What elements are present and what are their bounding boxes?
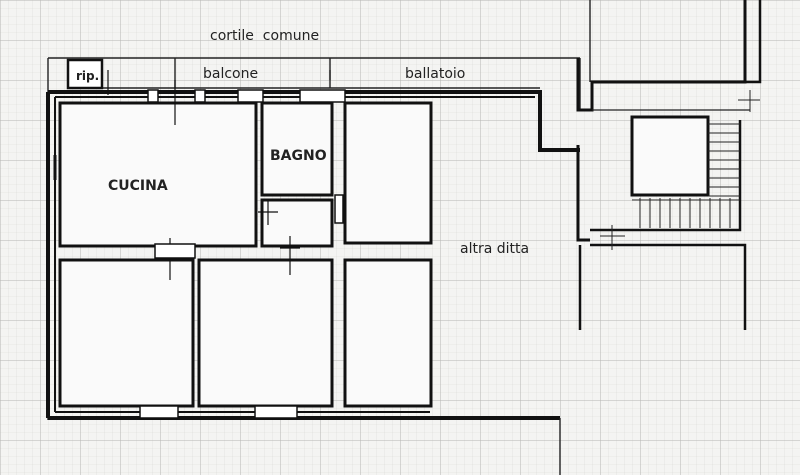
stair-block bbox=[576, 0, 762, 330]
apartment-walls bbox=[46, 90, 580, 475]
room-bottom-left bbox=[58, 258, 195, 408]
room-bottom-right bbox=[343, 258, 433, 408]
stair-core bbox=[630, 115, 710, 197]
label-rip: rip. bbox=[76, 69, 99, 83]
room-disimpegno bbox=[260, 198, 334, 248]
room-bagno bbox=[260, 101, 334, 197]
label-balcone: balcone bbox=[203, 66, 258, 82]
room-cucina bbox=[58, 101, 258, 248]
door-marks bbox=[107, 70, 331, 280]
label-altra-ditta: altra ditta bbox=[460, 241, 529, 257]
label-cortile-comune: cortile comune bbox=[210, 28, 319, 44]
room-top-right bbox=[343, 101, 433, 245]
label-ballatoio: ballatoio bbox=[405, 66, 465, 82]
ripostiglio bbox=[66, 58, 104, 90]
label-cucina: CUCINA bbox=[108, 178, 168, 194]
stair-treads bbox=[600, 90, 760, 250]
label-bagno: BAGNO bbox=[270, 148, 327, 164]
room-bottom-middle bbox=[197, 258, 334, 408]
window-openings bbox=[139, 89, 346, 419]
